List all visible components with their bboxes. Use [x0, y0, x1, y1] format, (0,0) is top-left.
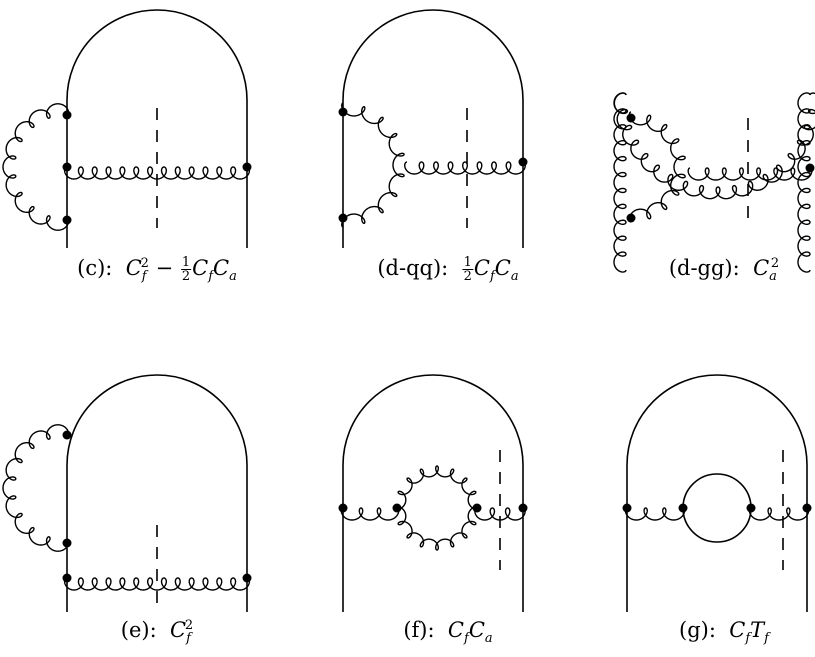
- vertex-dot: [338, 213, 348, 223]
- gluon-self-energy: [2, 424, 70, 552]
- gluon-line: [797, 92, 811, 273]
- gluon-loop: [394, 465, 480, 551]
- vertex-dot: [518, 503, 528, 513]
- quark-arch: [342, 374, 524, 466]
- vertex-dot: [62, 430, 72, 440]
- gluon-line: [404, 161, 526, 175]
- gluon-vertex-arc: [628, 111, 686, 223]
- caption-d-gg: (d-gg): Ca2: [668, 256, 780, 285]
- vertex-dot: [242, 573, 252, 583]
- vertex-dot: [62, 162, 72, 172]
- vertex-dot: [626, 213, 636, 223]
- quark-arch: [626, 374, 808, 466]
- gluon-vertex-arc: [341, 102, 405, 228]
- caption-f: (f): CfCa: [403, 618, 493, 647]
- vertex-dot: [472, 503, 482, 513]
- vertex-dot: [518, 157, 528, 167]
- gluon-line: [687, 167, 813, 181]
- vertex-dot: [802, 503, 812, 513]
- vertex-dot: [622, 503, 632, 513]
- gluon-self-energy: [2, 103, 70, 231]
- quark-loop: [682, 473, 752, 543]
- gluon-line: [340, 507, 400, 521]
- vertex-dot: [62, 215, 72, 225]
- quark-arch: [342, 9, 524, 101]
- vertex-dot: [62, 573, 72, 583]
- vertex-dot: [62, 538, 72, 548]
- gluon-line: [624, 507, 686, 521]
- vertex-dot: [338, 107, 348, 117]
- vertex-dot: [678, 503, 688, 513]
- vertex-dot: [392, 503, 402, 513]
- vertex-dot: [805, 163, 815, 173]
- vertex-dot: [626, 113, 636, 123]
- quark-arch: [66, 374, 248, 466]
- gluon-line: [748, 507, 810, 521]
- gluon-line: [63, 577, 251, 591]
- caption-e: (e): Cf2: [120, 618, 194, 647]
- vertex-dot: [242, 162, 252, 172]
- vertex-dot: [62, 110, 72, 120]
- vertex-dot: [338, 503, 348, 513]
- vertex-dot: [746, 503, 756, 513]
- gluon-arch: [613, 92, 815, 200]
- gluon-line: [613, 92, 627, 273]
- quark-arch: [66, 9, 248, 101]
- caption-g: (g): CfTf: [679, 618, 769, 647]
